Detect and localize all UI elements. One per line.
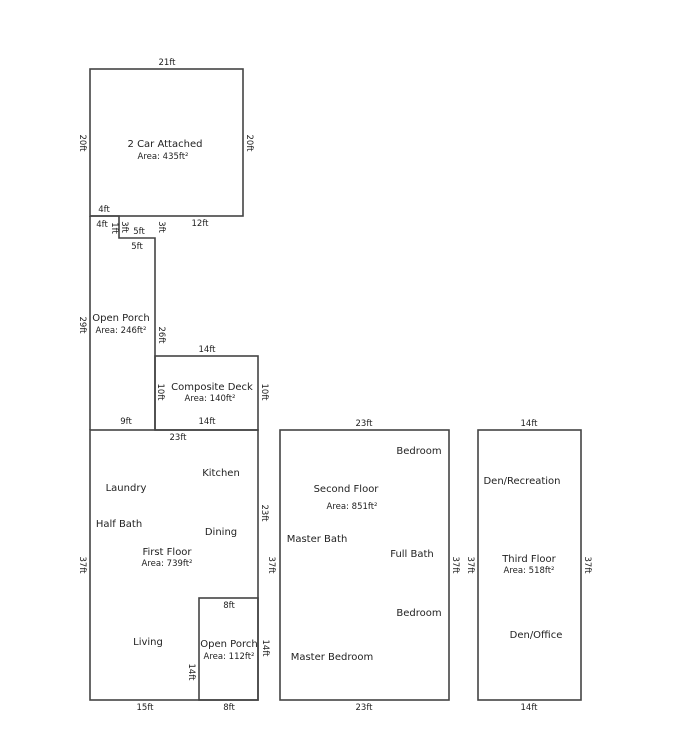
open-porch-2-right-dim: 14ft bbox=[260, 640, 270, 658]
notch-top-outer-dim: 4ft bbox=[98, 205, 110, 215]
deck-bottom-dim: 14ft bbox=[199, 417, 217, 427]
third-floor-outline bbox=[477, 429, 582, 701]
first-floor-right-upper-dim: 23ft bbox=[259, 505, 269, 523]
garage-outline bbox=[89, 68, 244, 217]
room-half-bath: Half Bath bbox=[96, 519, 142, 530]
room-living: Living bbox=[133, 637, 163, 648]
garage-top-dim: 21ft bbox=[159, 58, 177, 68]
third-floor-right-dim: 37ft bbox=[582, 557, 592, 575]
open-porch-1-bottom-dim: 9ft bbox=[120, 417, 132, 427]
deck-area: Area: 140ft² bbox=[185, 394, 236, 404]
first-floor-outline bbox=[89, 429, 259, 701]
third-floor-top-dim: 14ft bbox=[521, 419, 539, 429]
room-master-bedroom: Master Bedroom bbox=[291, 652, 374, 663]
room-bedroom-2: Bedroom bbox=[396, 608, 441, 619]
notch-side-c-dim: 3ft bbox=[156, 221, 166, 233]
second-floor-top-dim: 23ft bbox=[356, 419, 374, 429]
third-floor-area: Area: 518ft² bbox=[504, 566, 555, 576]
open-porch-1-label: Open Porch bbox=[92, 313, 149, 324]
first-floor-right-dim: 37ft bbox=[266, 557, 276, 575]
room-den-office: Den/Office bbox=[510, 630, 563, 641]
garage-label: 2 Car Attached bbox=[128, 139, 203, 150]
room-master-bath: Master Bath bbox=[287, 534, 348, 545]
open-porch-1-right-dim: 26ft bbox=[156, 327, 166, 345]
notch-outer-dim: 5ft bbox=[131, 242, 143, 252]
open-porch-2-left-dim: 14ft bbox=[186, 664, 196, 682]
room-den-recreation: Den/Recreation bbox=[483, 476, 560, 487]
open-porch-2-outline bbox=[198, 597, 259, 701]
garage-bottom-dim: 12ft bbox=[192, 219, 210, 229]
garage-left-dim: 20ft bbox=[77, 135, 87, 153]
garage-right-dim: 20ft bbox=[244, 135, 254, 153]
room-full-bath: Full Bath bbox=[390, 549, 434, 560]
open-porch-2-bottom-dim: 8ft bbox=[223, 703, 235, 713]
open-porch-2-area: Area: 112ft² bbox=[204, 652, 255, 662]
third-floor-left-dim: 37ft bbox=[465, 557, 475, 575]
second-floor-area: Area: 851ft² bbox=[327, 502, 378, 512]
room-bedroom-1: Bedroom bbox=[396, 446, 441, 457]
notch-inner-dim: 5ft bbox=[133, 227, 145, 237]
first-floor-left-dim: 37ft bbox=[77, 557, 87, 575]
deck-label: Composite Deck bbox=[171, 382, 253, 393]
garage-area: Area: 435ft² bbox=[138, 152, 189, 162]
open-porch-2-label: Open Porch bbox=[200, 639, 257, 650]
open-porch-1-area: Area: 246ft² bbox=[96, 326, 147, 336]
room-laundry: Laundry bbox=[106, 483, 147, 494]
open-porch-1-outline bbox=[89, 215, 156, 430]
second-floor-right-dim: 37ft bbox=[450, 557, 460, 575]
deck-left-dim: 10ft bbox=[155, 384, 165, 402]
second-floor-bottom-dim: 23ft bbox=[356, 703, 374, 713]
first-floor-top-dim: 23ft bbox=[170, 433, 188, 443]
open-porch-1-left-dim: 29ft bbox=[77, 317, 87, 335]
deck-right-dim: 10ft bbox=[259, 384, 269, 402]
third-floor-bottom-dim: 14ft bbox=[521, 703, 539, 713]
notch-side-b-dim: 3ft bbox=[119, 221, 129, 233]
first-floor-bottom-dim: 15ft bbox=[137, 703, 155, 713]
room-kitchen: Kitchen bbox=[202, 468, 240, 479]
open-porch-2-top-dim: 8ft bbox=[223, 601, 235, 611]
room-dining: Dining bbox=[205, 527, 237, 538]
first-floor-label: First Floor bbox=[142, 547, 192, 558]
deck-top-dim: 14ft bbox=[199, 345, 217, 355]
second-floor-label: Second Floor bbox=[314, 484, 380, 495]
notch-top-inner-dim: 4ft bbox=[96, 220, 108, 230]
third-floor-label: Third Floor bbox=[501, 554, 556, 565]
notch-side-a-dim: 1ft bbox=[109, 222, 119, 234]
first-floor-area: Area: 739ft² bbox=[142, 559, 193, 569]
second-floor-outline bbox=[279, 429, 450, 701]
